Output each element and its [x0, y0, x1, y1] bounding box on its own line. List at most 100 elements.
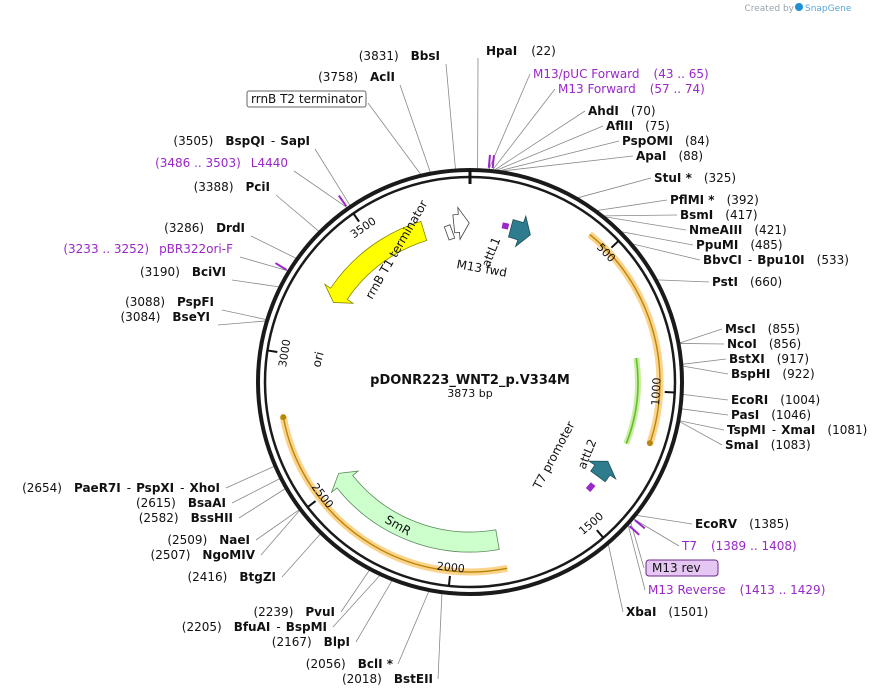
leader-line — [231, 279, 280, 288]
site-tspmi-xmai[interactable]: TspMI-XmaI(1081) — [727, 423, 867, 437]
site-m13-puc-forward[interactable]: M13/pUC Forward(43 .. 65) — [533, 67, 709, 81]
site-pspfi[interactable]: (3088)PspFI — [125, 295, 214, 309]
site-bsmi[interactable]: BsmI(417) — [680, 208, 758, 222]
site-ncoi[interactable]: NcoI(856) — [727, 337, 801, 351]
site-acli[interactable]: (3758)AclI — [318, 70, 395, 84]
site-pcii[interactable]: (3388)PciI — [194, 180, 270, 194]
leader-line — [239, 256, 289, 272]
leader-line — [627, 524, 646, 591]
site-m13-forward[interactable]: M13 Forward(57 .. 74) — [558, 82, 705, 96]
leader-line — [498, 140, 620, 172]
leader-line — [577, 177, 652, 199]
site-l4440[interactable]: (3486 .. 3503)L4440 — [155, 156, 288, 170]
feature-label-t7-promoter: T7 promoter — [530, 419, 578, 492]
site-bsshii[interactable]: (2582)BssHII — [139, 511, 233, 525]
site-hpai[interactable]: HpaI(22) — [486, 44, 556, 58]
site-bfuai-bspmi[interactable]: (2205)BfuAI-BspMI — [182, 620, 327, 634]
insert-arc[interactable] — [625, 357, 639, 444]
scale-tick-mark — [447, 575, 451, 587]
scale-tick-mark — [307, 500, 317, 508]
m13-rev-mark[interactable] — [585, 482, 596, 493]
m13-fwd-mark[interactable] — [501, 222, 510, 230]
scale-tick-label: 2500 — [309, 481, 336, 511]
leader-line — [493, 110, 586, 171]
site-apai[interactable]: ApaI(88) — [636, 149, 703, 163]
site-bsaai[interactable]: (2615)BsaAI — [136, 496, 226, 510]
site-ahdi[interactable]: AhdI(70) — [588, 104, 656, 118]
site-ecori[interactable]: EcoRI(1004) — [731, 393, 820, 407]
attl1-feature[interactable] — [508, 214, 531, 248]
leader-line — [682, 358, 727, 365]
m13-puc-forward-tick — [487, 154, 491, 168]
leader-line — [367, 102, 422, 175]
site-paer7i-pspxi-xhoi[interactable]: (2654)PaeR7I-PspXI-XhoI — [22, 481, 220, 495]
site-labels-right: HpaI(22) M13/pUC Forward(43 .. 65) M13 F… — [486, 44, 867, 619]
site-bstxi[interactable]: BstXI(917) — [729, 352, 809, 366]
site-m13-reverse[interactable]: M13 Reverse(1413 .. 1429) — [648, 583, 825, 597]
site-bbvci-bpu10i[interactable]: BbvCI-Bpu10I(533) — [703, 253, 849, 267]
leader-line — [225, 465, 275, 489]
leader-line — [631, 243, 701, 261]
smr-feature-body[interactable] — [330, 470, 500, 553]
site-rrnb-t2-terminator[interactable]: rrnB T2 terminator — [251, 92, 363, 106]
site-bsteii[interactable]: (2018)BstEII — [342, 672, 433, 686]
leader-line — [445, 63, 456, 170]
orf-arc-2[interactable] — [282, 417, 508, 573]
scale-tick-label: 1000 — [649, 377, 663, 406]
site-pbr322ori-f[interactable]: (3233 .. 3252)pBR322ori-F — [63, 242, 233, 256]
site-bcivi[interactable]: (3190)BciVI — [140, 265, 226, 279]
site-ppumi[interactable]: PpuMI(485) — [696, 238, 783, 252]
attl2-feature[interactable] — [587, 460, 617, 483]
site-bspqi-sapi[interactable]: (3505)BspQI-SapI — [173, 134, 310, 148]
leader-line — [500, 155, 634, 172]
site-smai[interactable]: SmaI(1083) — [725, 438, 811, 452]
rrnb-t1-feature[interactable] — [452, 206, 470, 241]
site-ecorv[interactable]: EcoRV(1385) — [695, 517, 789, 531]
site-blpi[interactable]: (2167)BlpI — [272, 635, 350, 649]
site-pvui[interactable]: (2239)PvuI — [253, 605, 335, 619]
scale-tick-label: 1500 — [576, 510, 606, 538]
site-nmeaiii[interactable]: NmeAIII(421) — [689, 223, 787, 237]
scale-tick-mark — [596, 529, 605, 539]
site-bcli[interactable]: (2056)BclI * — [306, 657, 394, 671]
scale-tick-mark — [352, 212, 360, 223]
snapgene-logo-icon — [795, 3, 803, 11]
m13-reverse-tick — [628, 525, 640, 536]
site-drdi[interactable]: (3286)DrdI — [164, 221, 245, 235]
leader-line — [682, 393, 729, 401]
site-bbsi[interactable]: (3831)BbsI — [359, 49, 440, 63]
scale-tick-label: 2000 — [436, 560, 465, 576]
site-psti[interactable]: PstI(660) — [712, 275, 782, 289]
site-aflii[interactable]: AflII(75) — [606, 119, 670, 133]
site-xbai[interactable]: XbaI(1501) — [626, 605, 708, 619]
site-msci[interactable]: MscI(855) — [725, 322, 800, 336]
leader-line — [495, 125, 604, 171]
site-bsphi[interactable]: BspHI(922) — [731, 367, 815, 381]
leader-line — [255, 509, 300, 541]
feature-label-ori: ori — [309, 350, 326, 369]
orf-arc-1[interactable] — [589, 233, 661, 444]
m13-rev-box — [645, 559, 719, 577]
leader-line — [679, 328, 723, 344]
site-bseyi[interactable]: (3084)BseYI — [121, 310, 211, 324]
credit-prefix: Created by — [744, 4, 794, 14]
scale-tick-label: 3000 — [276, 338, 293, 368]
site-psponi[interactable]: PspOMI(84) — [622, 134, 710, 148]
label-leader-lines — [217, 57, 729, 680]
l4440-tick — [337, 194, 348, 207]
site-pflmi[interactable]: PflMI *(392) — [670, 193, 759, 207]
scale-tick-mark — [610, 240, 620, 249]
rrnb-t2-feature[interactable] — [443, 224, 456, 241]
site-naei[interactable]: (2509)NaeI — [167, 533, 250, 547]
leader-line — [399, 84, 431, 173]
site-pasi[interactable]: PasI(1046) — [731, 408, 811, 422]
site-t7[interactable]: T7(1389 .. 1408) — [681, 539, 797, 553]
site-btgzi[interactable]: (2416)BtgZI — [187, 570, 276, 584]
site-ngomiv[interactable]: (2507)NgoMIV — [151, 548, 256, 562]
site-stui[interactable]: StuI *(325) — [654, 171, 736, 185]
leader-line — [488, 73, 531, 170]
leader-line — [221, 309, 267, 320]
leader-line — [607, 543, 624, 613]
site-m13-rev[interactable]: M13 rev — [652, 561, 701, 575]
ori-feature[interactable] — [323, 220, 428, 304]
